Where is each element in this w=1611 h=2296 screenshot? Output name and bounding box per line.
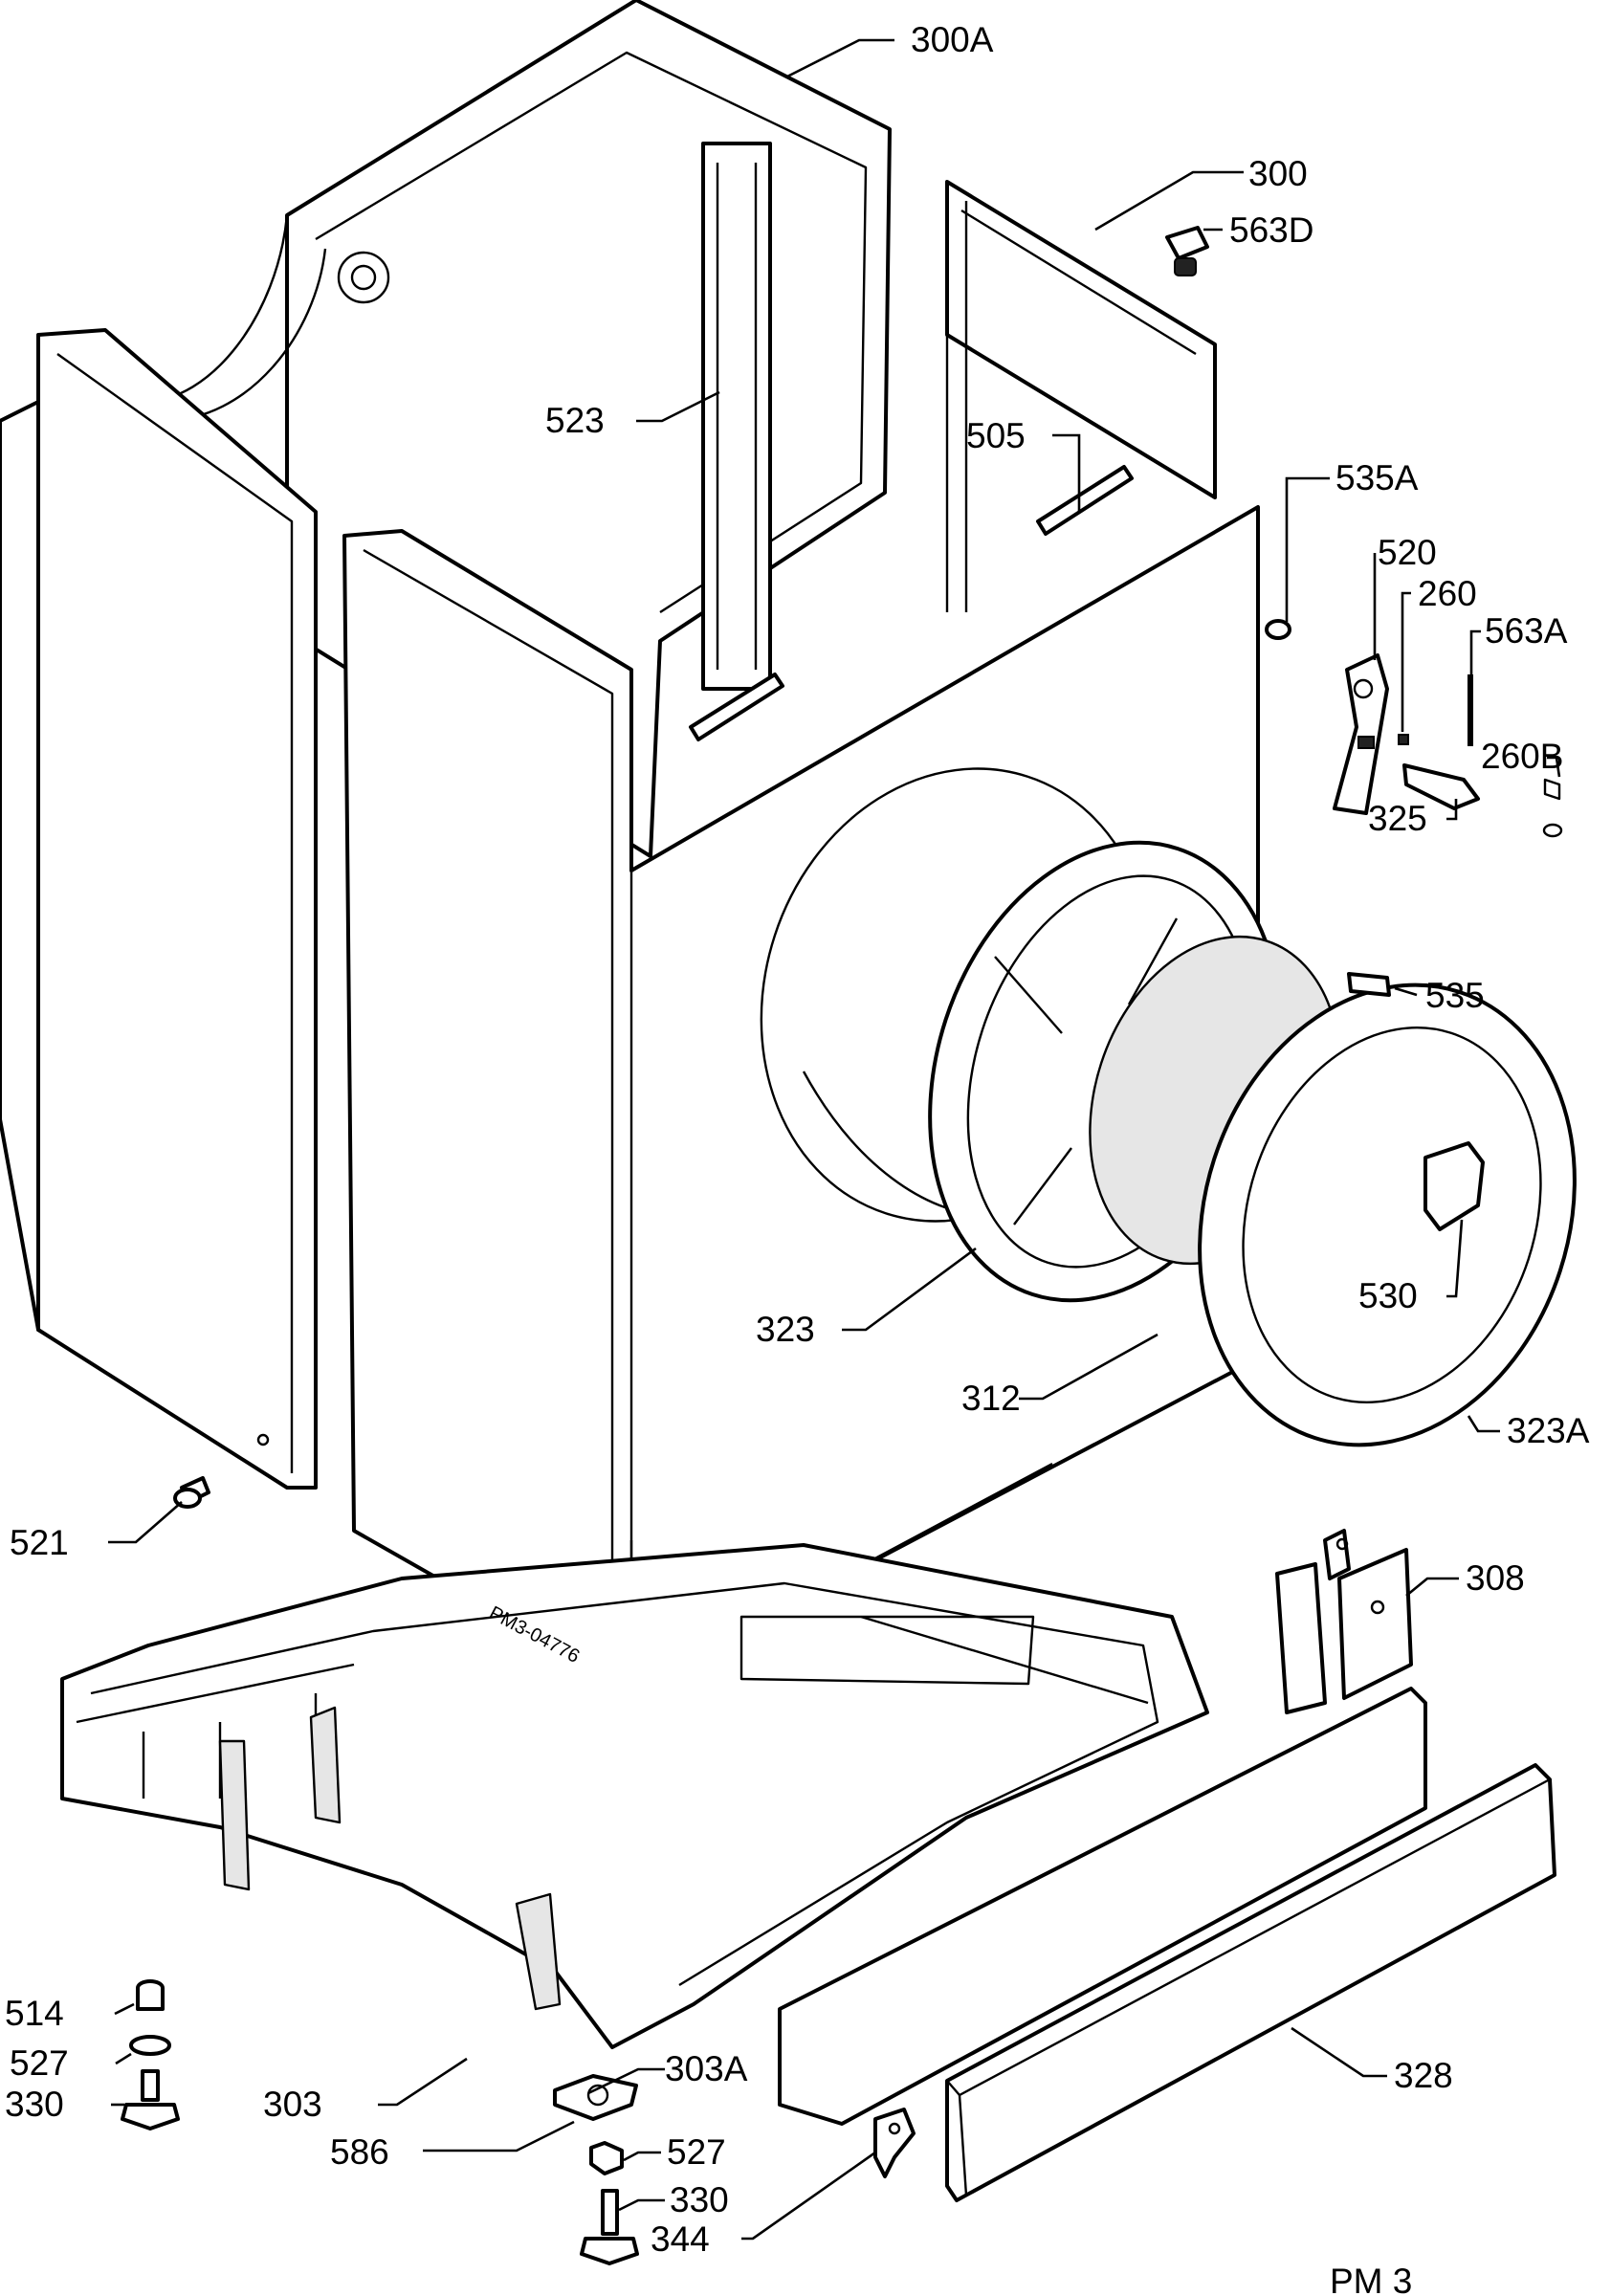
label-563d: 563D — [1229, 210, 1313, 250]
label-312: 312 — [961, 1379, 1021, 1418]
door-handle-530 — [1423, 1141, 1485, 1231]
label-308: 308 — [1466, 1558, 1525, 1598]
label-527-bottom: 527 — [667, 2132, 726, 2172]
label-527-left: 527 — [10, 2043, 69, 2083]
plug-535a — [1265, 619, 1291, 640]
label-303: 303 — [263, 2085, 322, 2124]
label-300a: 300A — [911, 20, 994, 59]
label-521: 521 — [10, 1523, 69, 1562]
foot-bracket-586 — [553, 2074, 638, 2121]
clip-563d — [1165, 226, 1209, 276]
label-535: 535 — [1425, 976, 1485, 1015]
label-586: 586 — [330, 2132, 389, 2172]
hinge-308 — [1275, 1529, 1413, 1714]
label-260: 260 — [1418, 574, 1477, 613]
cap-514 — [136, 1979, 165, 2011]
label-505: 505 — [966, 416, 1026, 455]
washer-527-left — [129, 2035, 171, 2056]
kickboard-328 — [945, 1763, 1556, 2202]
label-300: 300 — [1248, 154, 1308, 193]
cabinet-shell — [0, 0, 1260, 1690]
foot-330-bottom — [580, 2189, 639, 2265]
label-563a: 563A — [1485, 611, 1568, 651]
door-outer-ring-323a — [1198, 982, 1577, 1447]
label-325: 325 — [1368, 799, 1427, 838]
leader-lines — [108, 38, 1561, 2241]
label-514: 514 — [5, 1994, 64, 2033]
lever-325 — [1402, 763, 1480, 810]
rod-505-left — [689, 673, 784, 741]
label-323a: 323A — [1507, 1411, 1590, 1450]
base-frame-303 — [60, 1543, 1209, 2049]
interior-strip-523 — [701, 142, 772, 691]
clip-344 — [873, 2108, 916, 2178]
label-260b: 260B — [1481, 737, 1563, 776]
lock-washer-527-bottom — [589, 2141, 624, 2175]
label-328: 328 — [1394, 2056, 1453, 2095]
label-530: 530 — [1358, 1276, 1418, 1315]
label-523: 523 — [545, 401, 605, 440]
spring-260 — [1398, 734, 1409, 745]
label-330-left: 330 — [5, 2085, 64, 2124]
kickboard-inner — [778, 1687, 1427, 2126]
page-code: PM 3 — [1330, 2262, 1412, 2296]
label-323: 323 — [756, 1310, 815, 1349]
label-535a: 535A — [1335, 458, 1419, 497]
label-520: 520 — [1378, 533, 1437, 572]
label-344: 344 — [651, 2219, 710, 2259]
hinge-plate-520 — [1333, 653, 1389, 815]
foot-330-left — [121, 2069, 180, 2130]
label-330-bottom: 330 — [670, 2180, 729, 2219]
pin-535 — [1347, 972, 1391, 997]
rod-505-right — [1036, 465, 1134, 536]
washer-260b — [1542, 778, 1563, 838]
label-303a: 303A — [665, 2049, 748, 2088]
